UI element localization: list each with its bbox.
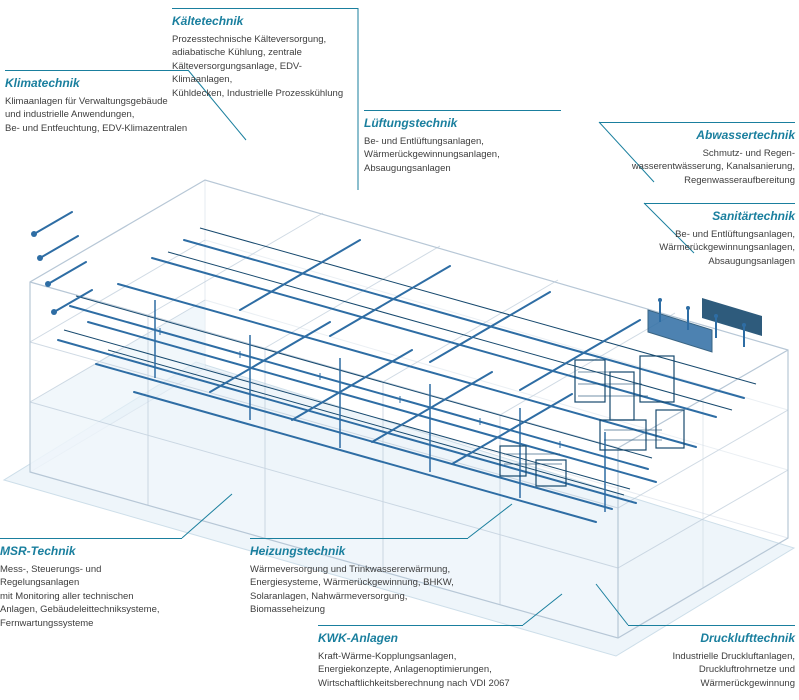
- callout-title: Sanitärtechnik: [712, 209, 795, 223]
- callout-description: Prozesstechnische Kälteversorgung, adiab…: [172, 34, 344, 99]
- callout-lueftungstechnik: Lüftungstechnik Be- und Entlüftungsanlag…: [364, 110, 561, 175]
- callout-kaeltetechnik: Kältetechnik Prozesstechnische Kältevers…: [172, 8, 358, 100]
- callout-description: Kraft-Wärme-Kopplungsanlagen, Energiekon…: [318, 651, 510, 689]
- rooftop-units: [647, 298, 762, 353]
- callout-description: Klimaanlagen für Verwaltungsgebäude und …: [5, 96, 188, 134]
- floor-grid: [29, 212, 789, 605]
- callout-title: Heizungstechnik: [250, 544, 346, 558]
- callout-description: Industrielle Druckluftanlagen, Druckluft…: [672, 651, 795, 689]
- callout-msr-technik: MSR-Technik Mess-, Steuerungs- und Regel…: [0, 538, 182, 630]
- callout-kwk-anlagen: KWK-Anlagen Kraft-Wärme-Kopplungsanlagen…: [318, 625, 523, 690]
- callout-description: Be- und Entlüftungsanlagen, Wärmerückgew…: [364, 136, 500, 174]
- pipe-risers: [154, 300, 606, 512]
- callout-abwassertechnik: Abwassertechnik Schmutz- und Regen- wass…: [599, 122, 795, 187]
- left-pipe-stubs: [31, 211, 93, 315]
- callout-title: Klimatechnik: [5, 76, 80, 90]
- callout-title: Drucklufttechnik: [700, 631, 795, 645]
- callout-description: Schmutz- und Regen- wasserentwässerung, …: [631, 148, 795, 186]
- pipe-flanges: [159, 328, 561, 448]
- callout-title: Lüftungstechnik: [364, 116, 458, 130]
- callout-title: MSR-Technik: [0, 544, 76, 558]
- plant-equipment: [499, 355, 685, 487]
- callout-description: Be- und Entlüftungsanlagen, Wärmerückgew…: [659, 229, 795, 267]
- callout-sanitaertechnik: Sanitärtechnik Be- und Entlüftungsanlage…: [644, 203, 795, 268]
- callout-title: Kältetechnik: [172, 14, 244, 28]
- callout-title: KWK-Anlagen: [318, 631, 398, 645]
- callout-description: Wärmeversorgung und Trinkwassererwärmung…: [250, 564, 454, 616]
- callout-description: Mess-, Steuerungs- und Regelungsanlagen …: [0, 564, 160, 629]
- callout-drucklufttechnik: Drucklufttechnik Industrielle Drucklufta…: [628, 625, 795, 690]
- callout-heizungstechnik: Heizungstechnik Wärmeversorgung und Trin…: [250, 538, 468, 617]
- callout-title: Abwassertechnik: [696, 128, 795, 142]
- cross-ducts: [209, 239, 641, 465]
- callout-klimatechnik: Klimatechnik Klimaanlagen für Verwaltung…: [5, 70, 188, 135]
